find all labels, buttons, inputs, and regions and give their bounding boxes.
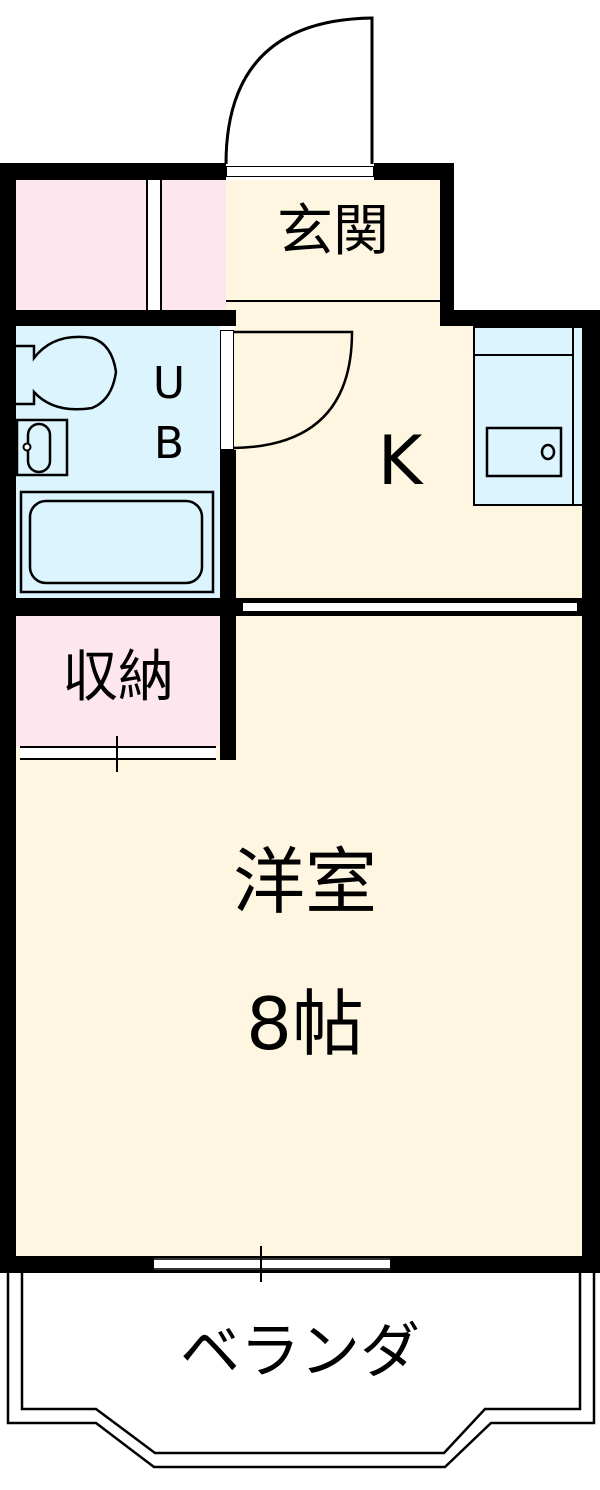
toilet-icon: [16, 335, 118, 411]
kitchen-room-opening: [242, 602, 578, 612]
stove-icon: [485, 426, 563, 478]
balcony-sliding-window: [154, 1258, 390, 1270]
wall-kitchen-top: [440, 310, 600, 326]
wall-top-right-entrance: [374, 163, 454, 180]
storage-door-mark-overlay: [116, 736, 118, 772]
bathtub-icon: [19, 490, 215, 594]
entrance-door-threshold: [226, 166, 374, 177]
unit-bath-label-u: U: [152, 358, 186, 409]
western-room-size-label: 8帖: [246, 982, 364, 1066]
unit-bath-label-b: B: [153, 418, 185, 469]
kitchen-counter-back-line: [572, 326, 574, 506]
entrance-label: 玄関: [277, 199, 389, 264]
veranda-outline: [6, 1270, 596, 1469]
shoe-closet: [16, 180, 226, 310]
storage-closet-overlay: [16, 616, 220, 746]
storage-sliding-door-overlay: [20, 746, 216, 760]
balcony-window-center-mark: [260, 1246, 262, 1282]
bath-door-swing-icon: [233, 330, 354, 450]
wall-shoe-bath: [0, 310, 236, 326]
bath-door-frame: [220, 330, 234, 450]
western-room-label: 洋室: [232, 840, 377, 924]
kitchen-label: K: [377, 422, 423, 501]
veranda-label: ベランダ: [180, 1317, 420, 1387]
storage-label-overlay: 収納: [62, 645, 174, 710]
washbasin-icon: [15, 418, 69, 477]
kitchen-counter-shelf-line: [473, 354, 573, 356]
shoe-closet-divider: [146, 180, 162, 310]
entrance-door-swing-icon: [224, 16, 374, 165]
entrance-room: [226, 180, 440, 310]
wall-left: [0, 163, 16, 1273]
wall-top-left: [0, 163, 226, 180]
wall-entrance-right: [440, 163, 454, 326]
wall-right: [582, 310, 600, 1273]
entrance-step-line: [226, 300, 440, 304]
